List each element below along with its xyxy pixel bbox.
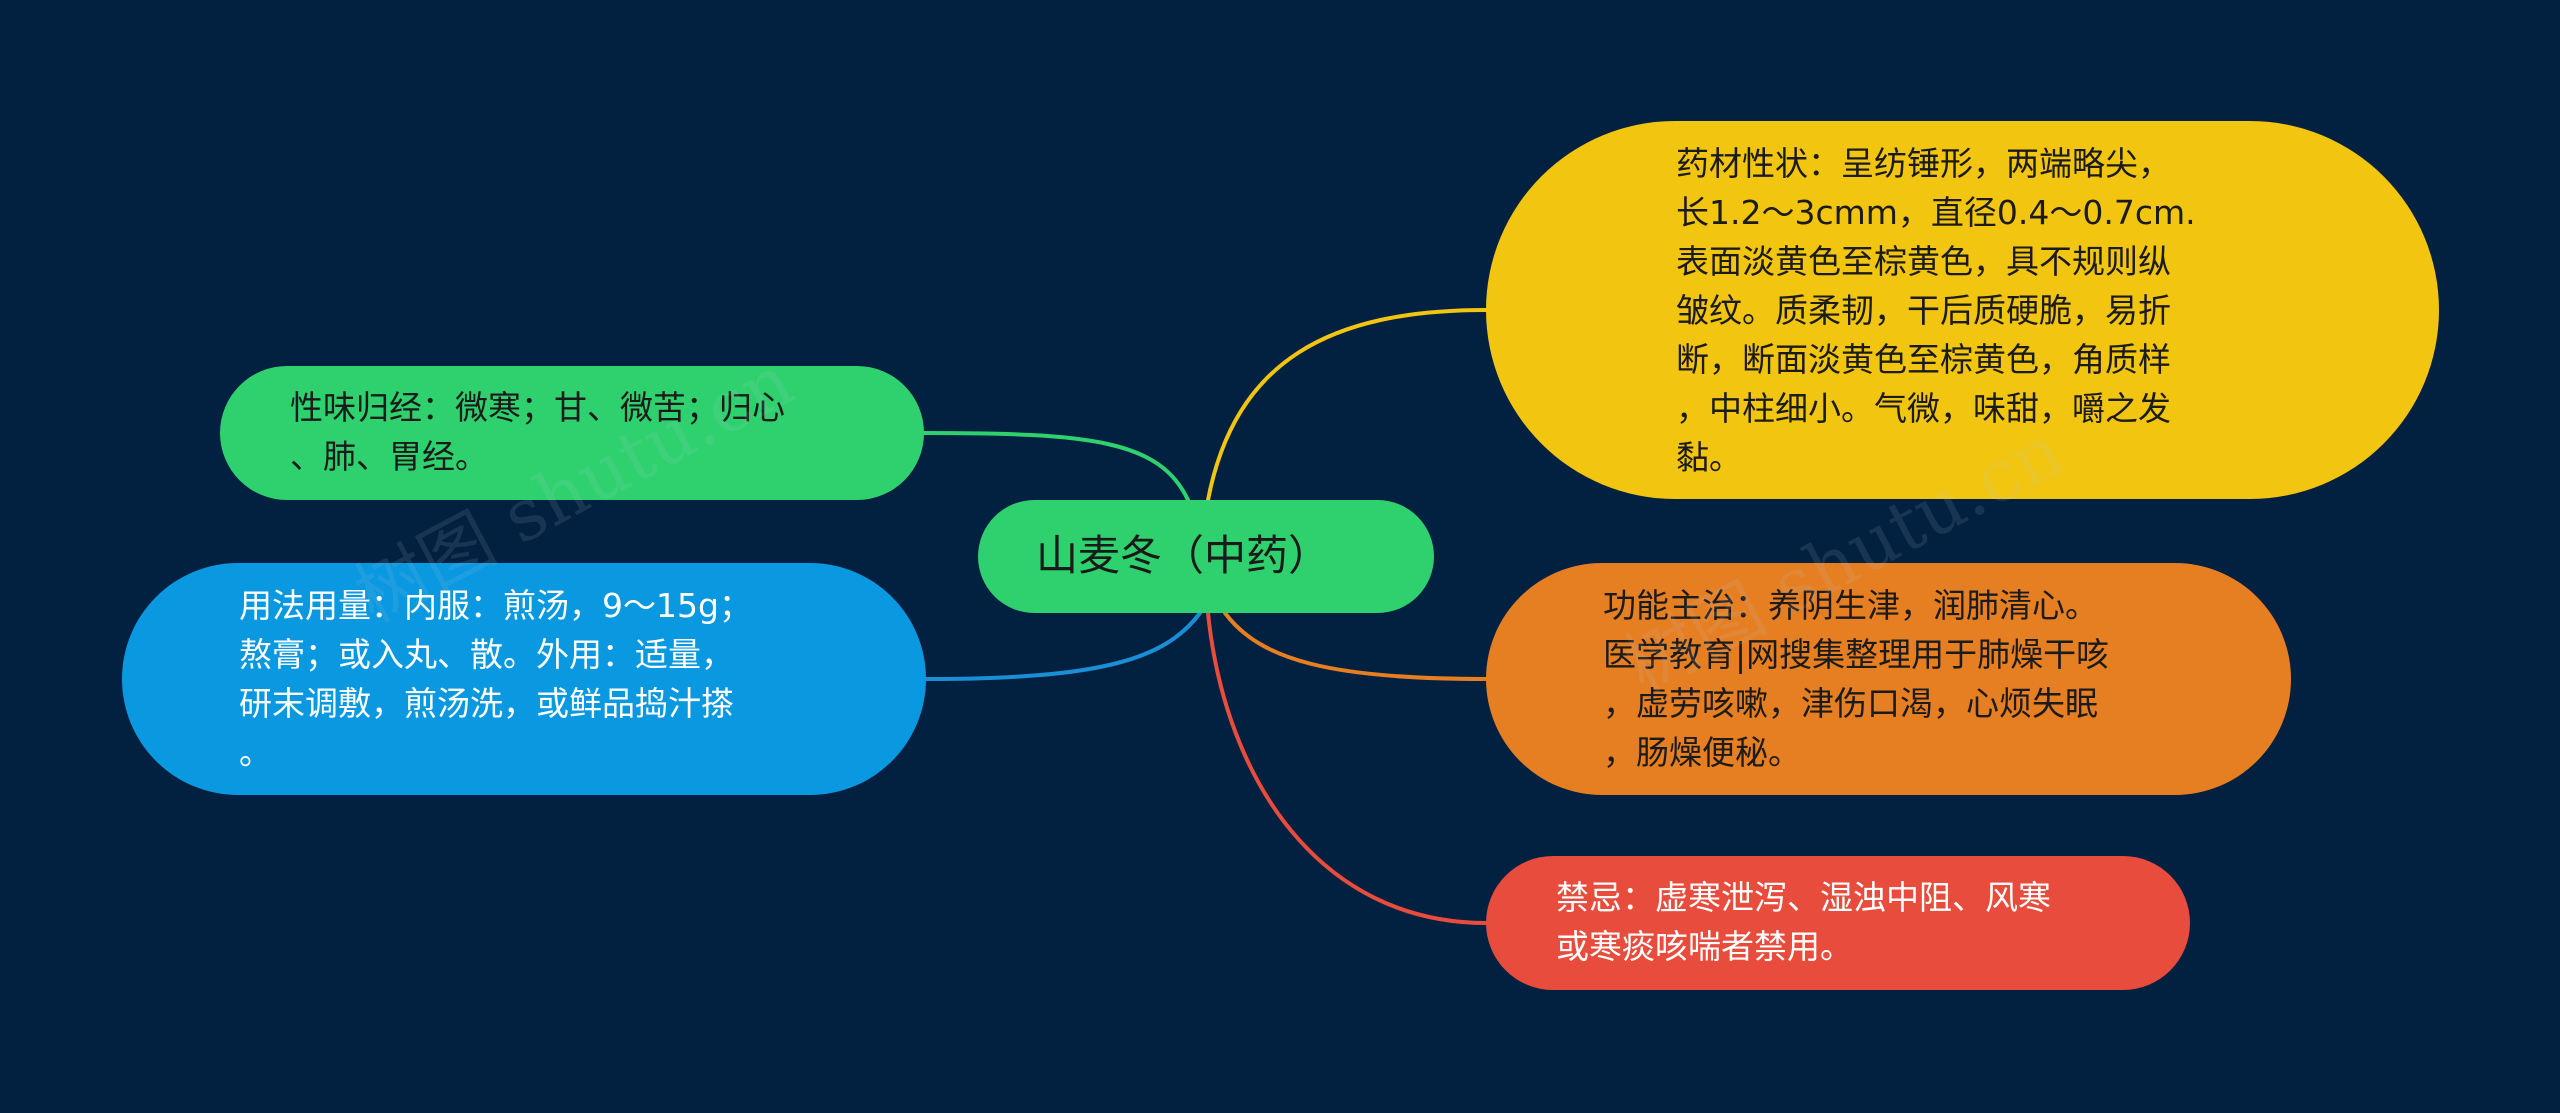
branch-text-xingwei-guijing: 性味归经：微寒；甘、微苦；归心 、肺、胃经。 (290, 388, 785, 476)
branch-text-yongfa-yongliang: 用法用量：内服：煎汤，9～15g； 熬膏；或入丸、散。外用：适量， 研末调敷，煎… (239, 586, 752, 772)
branch-text-jinji: 禁忌：虚寒泄泻、湿浊中阻、风寒 或寒痰咳喘者禁用。 (1556, 878, 2051, 966)
branch-node-yaocai-xingzhuang[interactable]: 药材性状：呈纺锤形，两端略尖， 长1.2～3cmm，直径0.4～0.7cm. 表… (1486, 121, 2439, 499)
link-to-gongneng (1223, 611, 1488, 681)
link-to-jinji (1206, 611, 1488, 925)
link-to-xingwei (922, 431, 1190, 502)
branch-text-gongneng-zhuzhi: 功能主治：养阴生津，润肺清心。 医学教育|网搜集整理用于肺燥干咳 ，虚劳咳嗽，津… (1603, 586, 2110, 772)
branch-node-xingwei-guijing[interactable]: 性味归经：微寒；甘、微苦；归心 、肺、胃经。 (220, 366, 924, 500)
branch-node-gongneng-zhuzhi[interactable]: 功能主治：养阴生津，润肺清心。 医学教育|网搜集整理用于肺燥干咳 ，虚劳咳嗽，津… (1486, 563, 2291, 795)
branch-node-jinji[interactable]: 禁忌：虚寒泄泻、湿浊中阻、风寒 或寒痰咳喘者禁用。 (1486, 856, 2190, 990)
link-to-yongfa (924, 611, 1202, 681)
link-to-yaocai (1206, 308, 1488, 502)
branch-node-yongfa-yongliang[interactable]: 用法用量：内服：煎汤，9～15g； 熬膏；或入丸、散。外用：适量， 研末调敷，煎… (122, 563, 926, 795)
branch-text-yaocai-xingzhuang: 药材性状：呈纺锤形，两端略尖， 长1.2～3cmm，直径0.4～0.7cm. 表… (1676, 144, 2196, 477)
central-topic-label: 山麦冬（中药） (1036, 531, 1331, 580)
central-topic-node[interactable]: 山麦冬（中药） (978, 500, 1434, 613)
